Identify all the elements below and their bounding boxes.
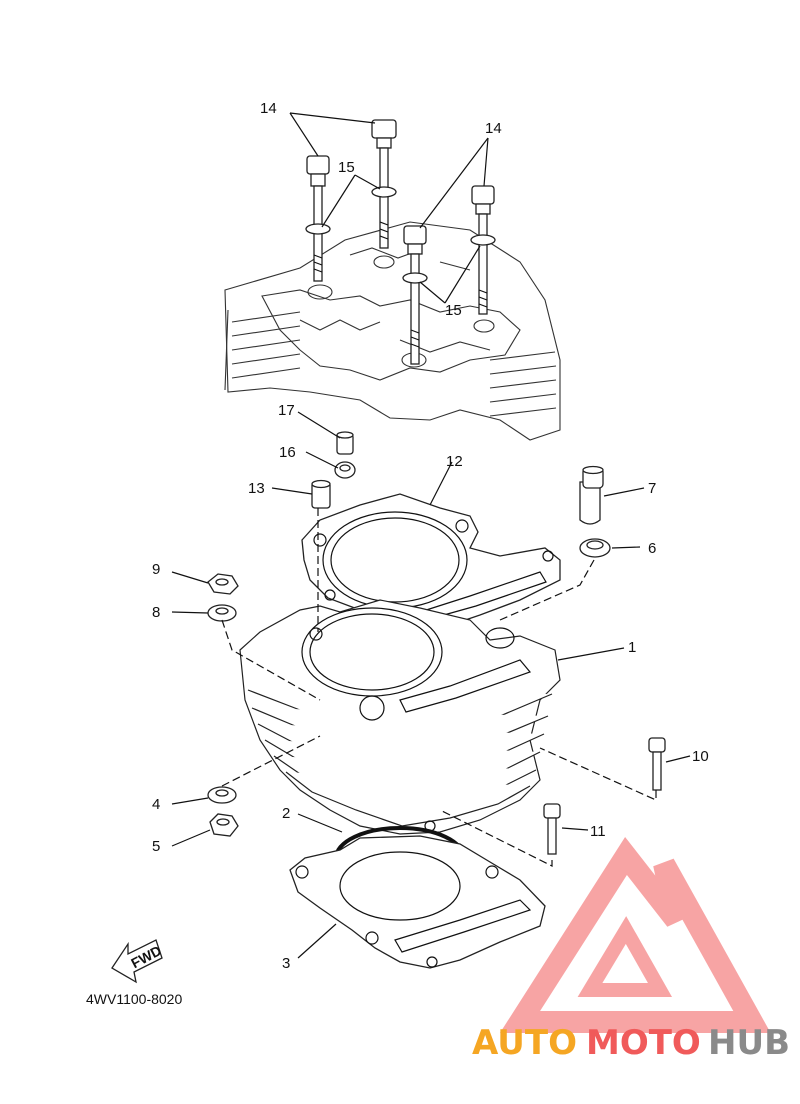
leader-lines [171, 112, 691, 959]
watermark-moto: MOTO [586, 1023, 701, 1063]
callout-10: 10 [692, 748, 709, 765]
small-parts [207, 431, 666, 855]
cylinder-head-outline [224, 221, 561, 441]
callout-3: 3 [282, 955, 290, 972]
watermark-auto: AUTO [472, 1023, 577, 1063]
callout-11: 11 [590, 823, 606, 840]
callout-8: 8 [152, 604, 160, 621]
callout-17: 17 [278, 402, 295, 419]
callout-16: 16 [279, 444, 296, 461]
callout-12: 12 [446, 453, 463, 470]
callout-6: 6 [648, 540, 656, 557]
watermark-hub: HUB [708, 1023, 790, 1063]
base-gasket [289, 835, 546, 969]
callout-15b: 15 [445, 302, 462, 319]
fwd-arrow: FWD [111, 939, 164, 984]
callout-9: 9 [152, 561, 160, 578]
callout-2: 2 [282, 805, 290, 822]
callout-1: 1 [628, 639, 636, 656]
callout-15a: 15 [338, 159, 355, 176]
callout-14a: 14 [260, 100, 277, 117]
callout-5: 5 [152, 838, 160, 855]
callout-labels: 14 14 15 15 17 16 13 12 7 6 9 8 1 10 11 … [152, 100, 709, 972]
callout-13: 13 [248, 480, 265, 497]
head-bolts [305, 119, 496, 365]
callout-4: 4 [152, 796, 160, 813]
watermark-logo: AUTO MOTO HUB [472, 836, 790, 1063]
callout-7: 7 [648, 480, 656, 497]
cylinder-block [239, 599, 561, 835]
part-code: 4WV1100-8020 [86, 991, 182, 1007]
callout-14b: 14 [485, 120, 502, 137]
